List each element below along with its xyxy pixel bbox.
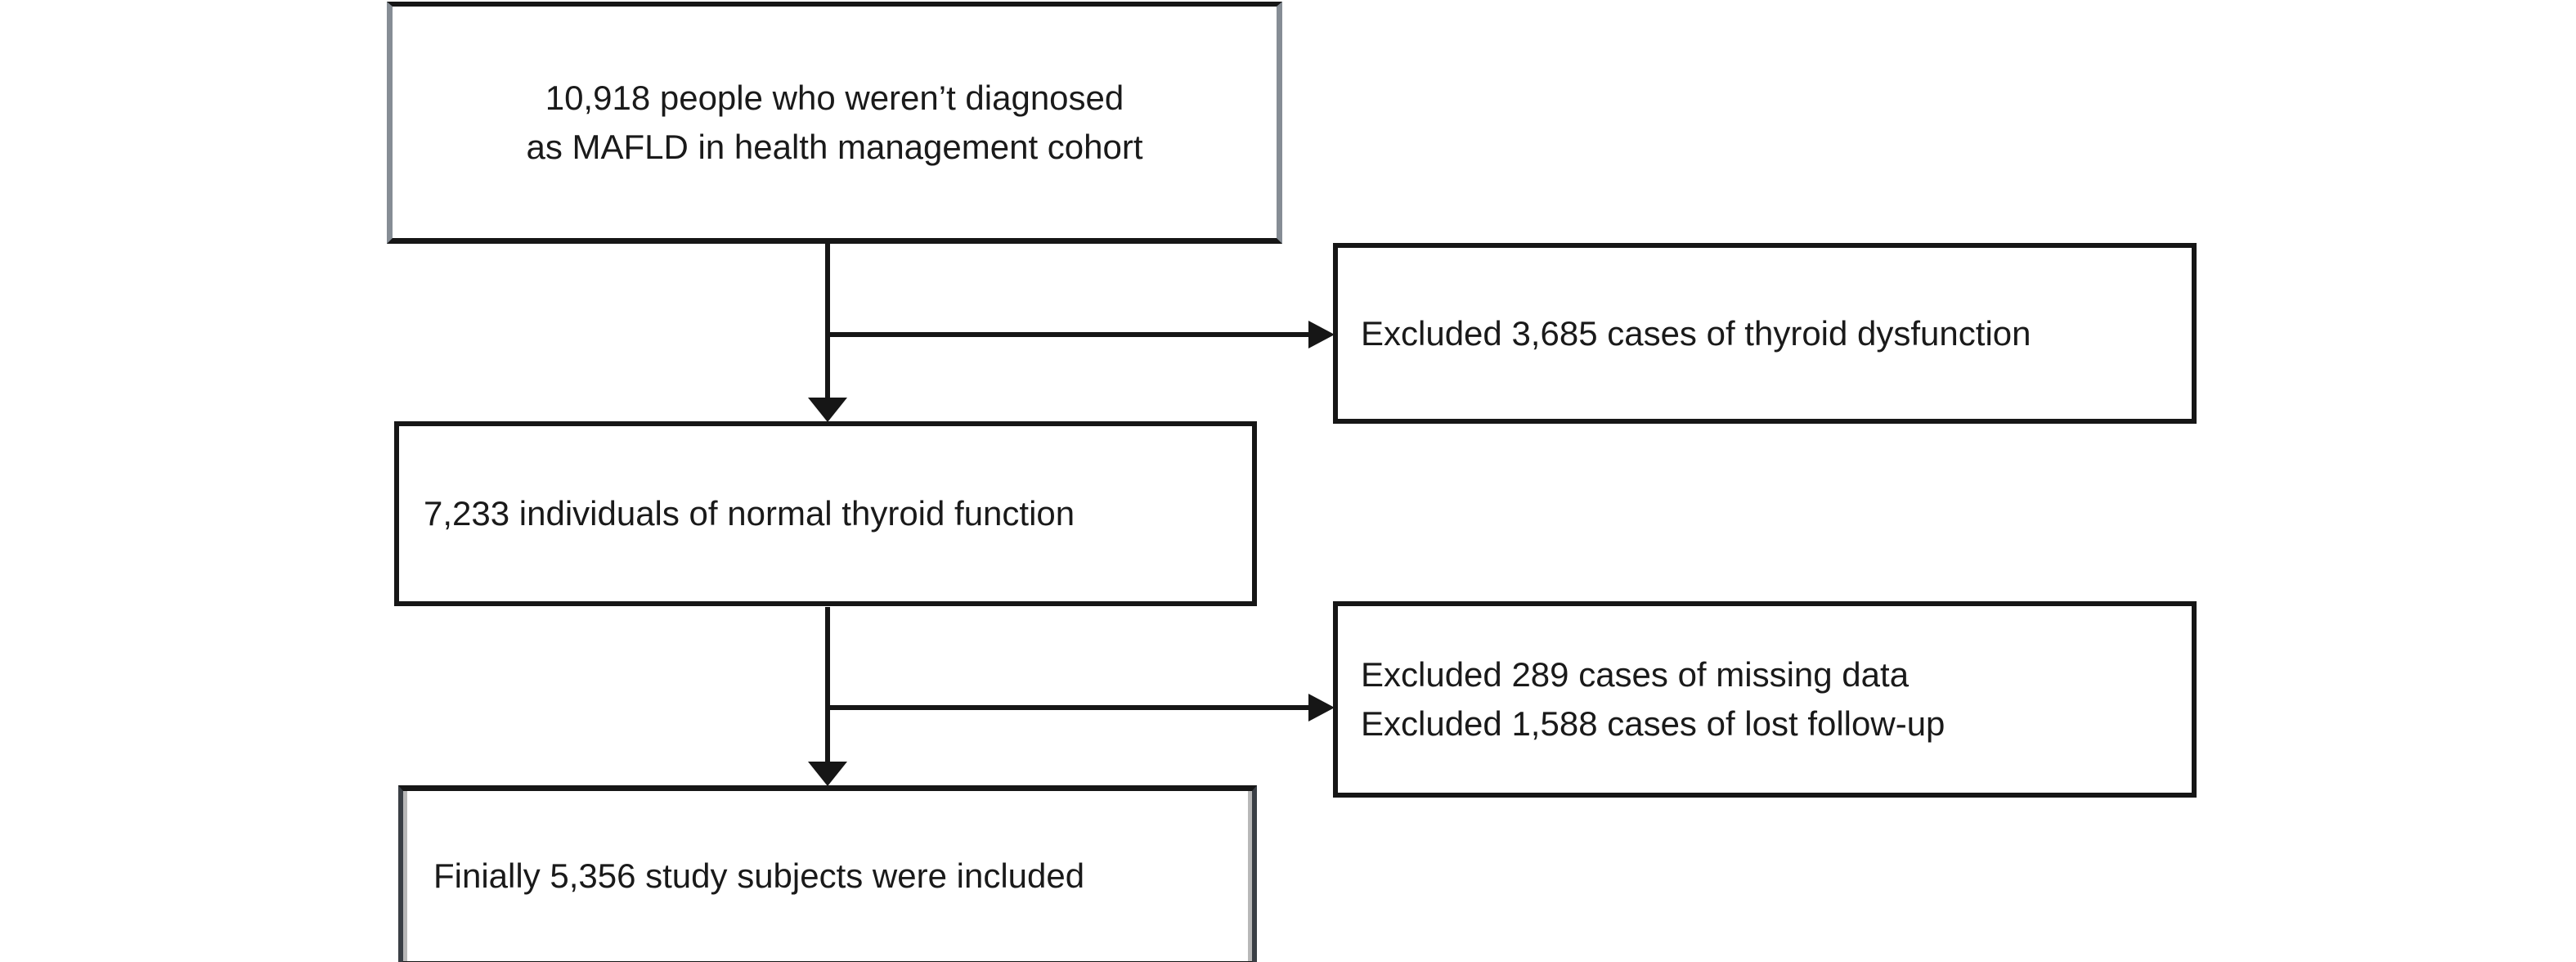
node-enrollment-line-2: as MAFLD in health management cohort (526, 127, 1143, 166)
edge-normal-thyroid-to-final-subjects (808, 607, 847, 786)
edge-normal-thyroid-to-excluded-data (828, 694, 1335, 722)
node-excluded-thyroid: Excluded 3,685 cases of thyroid dysfunct… (1333, 243, 2197, 424)
node-final-subjects-line-1: Finially 5,356 study subjects were inclu… (433, 856, 1085, 896)
node-normal-thyroid: 7,233 individuals of normal thyroid func… (394, 421, 1257, 606)
edge-enrollment-to-excluded-thyroid (828, 321, 1335, 348)
node-normal-thyroid-line-1: 7,233 individuals of normal thyroid func… (424, 494, 1075, 533)
node-excluded-data-line-2: Excluded 1,588 cases of lost follow-up (1361, 704, 1945, 743)
node-final-subjects: Finially 5,356 study subjects were inclu… (398, 785, 1257, 962)
node-enrollment-line-1: 10,918 people who weren’t diagnosed (545, 78, 1124, 117)
node-excluded-data: Excluded 289 cases of missing data Exclu… (1333, 601, 2197, 798)
node-excluded-thyroid-line-1: Excluded 3,685 cases of thyroid dysfunct… (1361, 313, 2031, 353)
node-enrollment: 10,918 people who weren’t diagnosed as M… (387, 2, 1282, 244)
node-excluded-data-line-1: Excluded 289 cases of missing data (1361, 655, 1910, 695)
edge-enrollment-to-normal-thyroid (808, 244, 847, 422)
